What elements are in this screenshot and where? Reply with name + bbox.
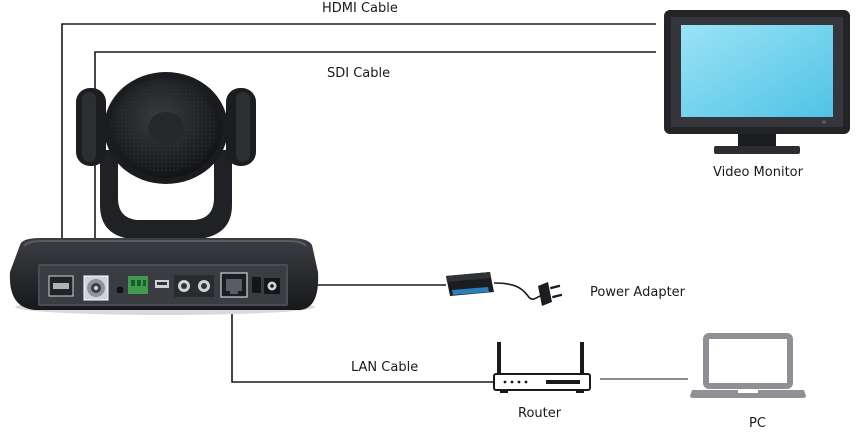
router-icon: [493, 342, 591, 393]
lan-cable-line: [231, 300, 494, 383]
power-plug-icon: [538, 282, 563, 306]
hdmi-cable-line: [61, 23, 656, 268]
power-adapter-icon: [446, 272, 494, 296]
ptz-camera-icon: [9, 72, 319, 315]
sdi-cable-line: [94, 51, 656, 282]
lan-cable-label: LAN Cable: [351, 360, 419, 375]
power-adapter-label: Power Adapter: [590, 285, 686, 300]
router-label: Router: [518, 406, 562, 421]
video-monitor-icon: [664, 10, 850, 154]
laptop-icon: [690, 333, 806, 398]
sdi-cable-label: SDI Cable: [327, 66, 391, 81]
video-monitor-label: Video Monitor: [713, 165, 803, 180]
pc-label: PC: [749, 416, 766, 431]
hdmi-cable-label: HDMI Cable: [322, 1, 398, 16]
